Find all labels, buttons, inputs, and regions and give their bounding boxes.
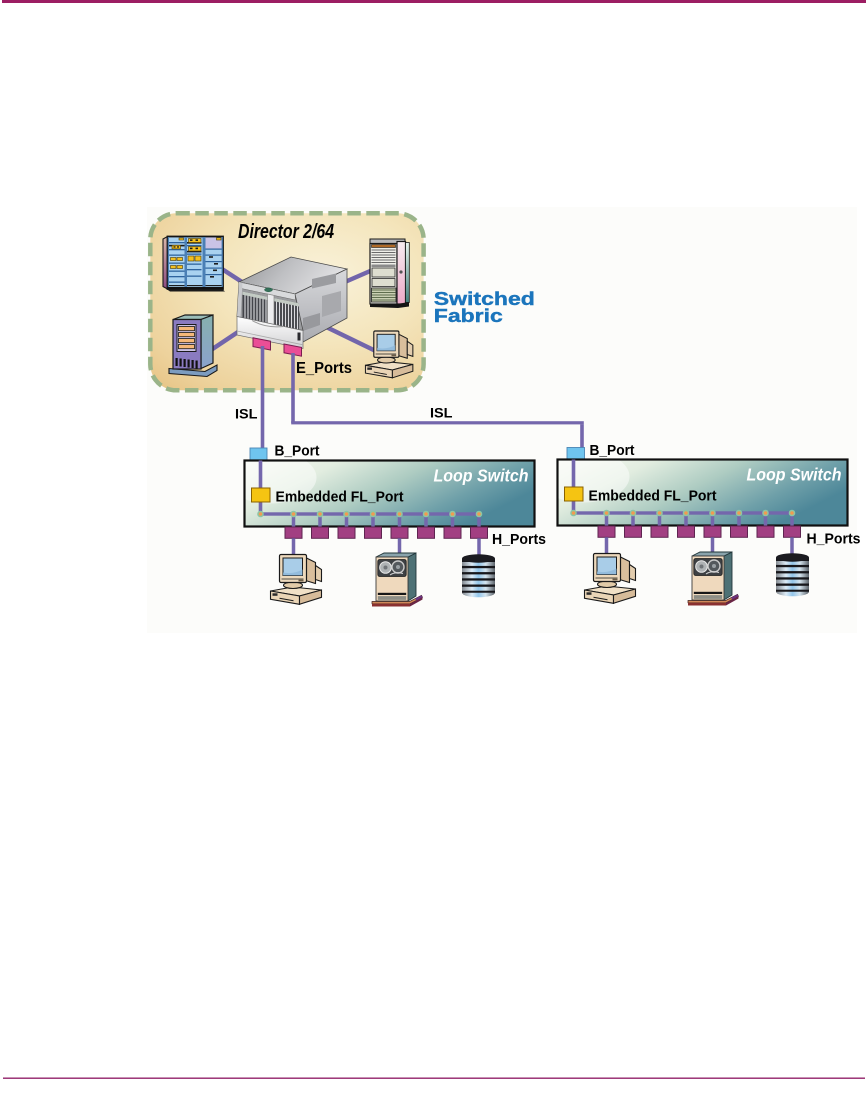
svg-text:ISL: ISL xyxy=(235,406,258,422)
svg-text:Switched: Switched xyxy=(434,289,535,309)
svg-text:ISL: ISL xyxy=(430,405,453,421)
svg-text:E_Ports: E_Ports xyxy=(296,360,352,377)
svg-text:H_Ports: H_Ports xyxy=(492,531,546,548)
svg-text:B_Port: B_Port xyxy=(275,443,320,460)
svg-text:Director 2/64: Director 2/64 xyxy=(238,221,334,243)
svg-text:B_Port: B_Port xyxy=(590,442,635,459)
svg-text:Fabric: Fabric xyxy=(434,306,503,326)
svg-text:H_Ports: H_Ports xyxy=(807,531,861,548)
